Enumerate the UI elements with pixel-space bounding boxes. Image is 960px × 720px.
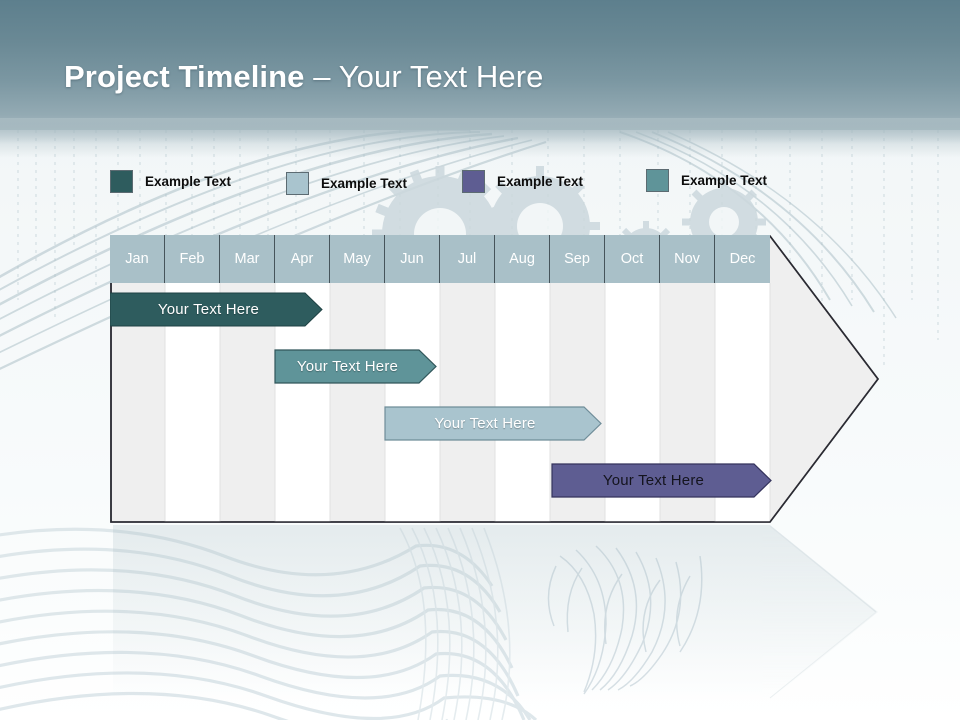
task-bar-2[interactable]: Your Text Here — [274, 349, 437, 384]
title-band-fade — [0, 118, 960, 144]
legend-swatch-icon — [462, 170, 485, 193]
legend-label: Example Text — [145, 174, 232, 189]
task-bar-2-label: Your Text Here — [296, 358, 399, 375]
chart-reflection — [113, 525, 878, 700]
legend-swatch-icon — [286, 172, 309, 195]
legend-item-4[interactable]: Example Text — [646, 169, 767, 192]
legend-label: Example Text — [497, 174, 584, 189]
legend-label: Example Text — [321, 176, 408, 191]
month-cell-aug[interactable]: Aug — [495, 235, 550, 283]
task-bar-3-shape — [384, 406, 602, 441]
legend-swatch-icon — [646, 169, 669, 192]
month-cell-jun[interactable]: Jun — [385, 235, 440, 283]
page-title-separator: – — [304, 59, 339, 94]
task-bar-3[interactable]: Your Text Here — [384, 406, 602, 441]
legend-label: Example Text — [681, 173, 768, 188]
task-bar-1-label: Your Text Here — [157, 301, 260, 318]
month-cell-jul[interactable]: Jul — [440, 235, 495, 283]
month-cell-sep[interactable]: Sep — [550, 235, 605, 283]
month-cell-apr[interactable]: Apr — [275, 235, 330, 283]
month-cell-jan[interactable]: Jan — [110, 235, 165, 283]
legend-swatch-icon — [110, 170, 133, 193]
title-band — [0, 0, 960, 130]
task-bar-1-shape — [110, 292, 323, 327]
page-title-bold: Project Timeline — [64, 59, 305, 94]
month-cell-may[interactable]: May — [330, 235, 385, 283]
timeline-chart: Jan Feb Mar Apr May Jun Jul Aug Sep Oct … — [110, 235, 880, 523]
month-cell-mar[interactable]: Mar — [220, 235, 275, 283]
month-cell-nov[interactable]: Nov — [660, 235, 715, 283]
month-cell-feb[interactable]: Feb — [165, 235, 220, 283]
page-title-rest: Your Text Here — [338, 59, 544, 94]
task-bar-2-shape — [274, 349, 437, 384]
task-bar-1[interactable]: Your Text Here — [110, 292, 323, 327]
task-bar-4-label: Your Text Here — [602, 472, 705, 489]
legend-item-2[interactable]: Example Text — [286, 172, 407, 195]
task-bar-4-shape — [551, 463, 772, 498]
month-cell-oct[interactable]: Oct — [605, 235, 660, 283]
task-bar-3-label: Your Text Here — [434, 415, 536, 432]
month-cell-dec[interactable]: Dec — [715, 235, 770, 283]
page-title: Project Timeline – Your Text Here — [64, 59, 543, 95]
month-header-row: Jan Feb Mar Apr May Jun Jul Aug Sep Oct … — [110, 235, 770, 283]
column-separators — [164, 283, 771, 522]
task-bar-4[interactable]: Your Text Here — [551, 463, 772, 498]
legend-item-3[interactable]: Example Text — [462, 170, 583, 193]
legend-item-1[interactable]: Example Text — [110, 170, 231, 193]
